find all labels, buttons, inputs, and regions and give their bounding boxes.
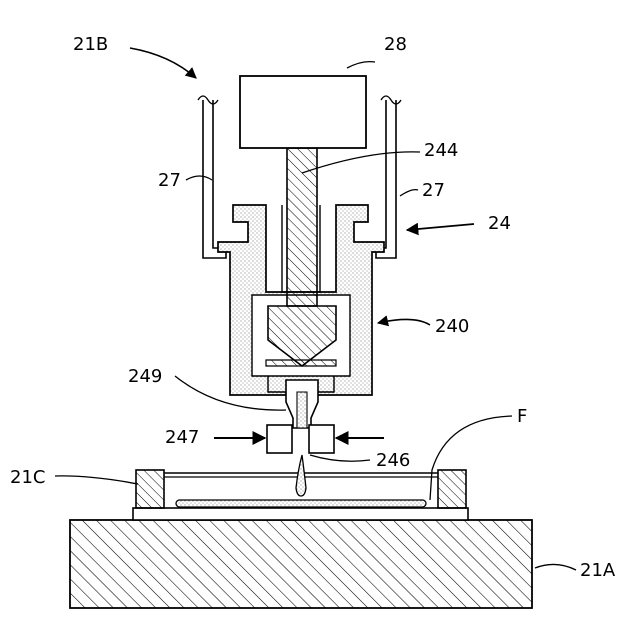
- label-27-left: 27: [158, 170, 181, 191]
- label-244: 244: [424, 140, 458, 161]
- label-27-right: 27: [422, 180, 445, 201]
- label-28: 28: [384, 34, 407, 55]
- label-240: 240: [435, 316, 469, 337]
- droplet: [296, 455, 306, 496]
- support-arm-27-right: [376, 96, 401, 258]
- support-arm-27-left: [198, 96, 226, 258]
- actuator-28: [240, 76, 366, 148]
- plunger-rod-244: [268, 148, 336, 366]
- label-21B: 21B: [73, 34, 108, 55]
- label-F: F: [517, 406, 527, 427]
- label-21A: 21A: [580, 560, 616, 581]
- base-stage-21A: [70, 520, 532, 608]
- electrodes-246: [267, 425, 334, 453]
- label-24: 24: [488, 213, 511, 234]
- label-247: 247: [165, 427, 199, 448]
- nozzle-249: [286, 380, 318, 428]
- label-249: 249: [128, 366, 162, 387]
- film-F: [176, 500, 426, 507]
- label-21C: 21C: [10, 467, 45, 488]
- label-246: 246: [376, 450, 410, 471]
